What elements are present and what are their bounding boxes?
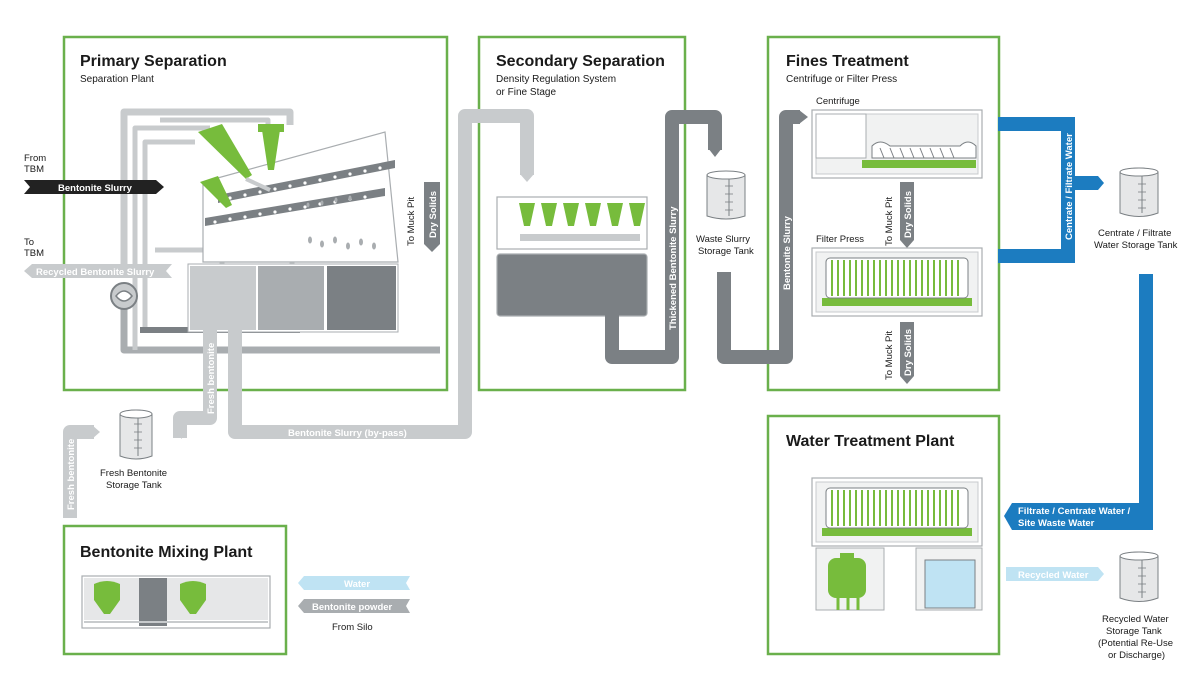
fresh-bentonite-pipe-tip: [203, 309, 217, 316]
screen-decks: [205, 160, 395, 226]
thickened-slurry-label: Thickened Bentonite Slurry: [668, 206, 679, 330]
bypass-pipe-tip: [228, 309, 242, 316]
thickened-slurry-pipe: [605, 110, 722, 364]
centrate-pipe-branch: [1068, 176, 1104, 190]
to-tbm-label-1: To: [24, 237, 34, 248]
primary-dry-solids-label: Dry Solids: [428, 191, 439, 238]
fines-slurry-pipe: [717, 110, 800, 364]
recycled-water-arrow: [1006, 567, 1104, 581]
from-tbm-label-1: From: [24, 153, 46, 164]
recycled-bentonite-arrow-label: Recycled Bentonite Slurry: [36, 267, 155, 278]
filtrate-centrate-label-1: Filtrate / Centrate Water /: [1018, 506, 1130, 517]
from-silo-label: From Silo: [332, 622, 373, 633]
centrifuge: [811, 109, 983, 179]
waste-tank-label-2: Storage Tank: [698, 246, 754, 257]
droplets: [306, 195, 376, 250]
centrifuge-muck-pit-label: To Muck Pit: [884, 197, 895, 246]
fresh-bentonite-mixing-label: Fresh bentonite: [66, 439, 77, 510]
centrate-label: Centrate / Filtrate Water: [1064, 133, 1075, 240]
water-title: Water Treatment Plant: [786, 433, 955, 450]
filter-press: [811, 247, 983, 317]
recycled-tank-label-2: Storage Tank: [1106, 626, 1162, 637]
filter-muck-pit-label: To Muck Pit: [884, 331, 895, 380]
waste-tank-label-1: Waste Slurry: [696, 234, 750, 245]
water-label: Water: [344, 579, 370, 590]
mixing-unit: [81, 575, 271, 629]
waste-slurry-tank: [706, 170, 746, 220]
bypass-pipe-head: [520, 174, 534, 182]
fresh-tank-inlet-head: [174, 425, 182, 439]
bypass-pipe: [228, 109, 534, 439]
fines-slurry-head: [799, 110, 808, 124]
filtrate-centrate-arrow: [1004, 503, 1153, 530]
fresh-tank-label-1: Fresh Bentonite: [100, 468, 167, 479]
bentonite-slurry-arrow-label: Bentonite Slurry: [58, 183, 133, 194]
filter-dry-solids-arrow: [900, 322, 914, 384]
hydrocyclones: [198, 124, 284, 208]
mixing-title: Bentonite Mixing Plant: [80, 544, 253, 561]
bentonite-powder-arrow: [298, 599, 410, 613]
recycled-tank-label-1: Recycled Water: [1102, 614, 1169, 625]
screen-housing: [202, 131, 399, 263]
water-arrow: [298, 576, 410, 590]
filtrate-centrate-label-2: Site Waste Water: [1018, 518, 1095, 529]
secondary-subtitle-1: Density Regulation System: [496, 74, 616, 85]
primary-muck-pit-label: To Muck Pit: [406, 197, 417, 246]
recycled-water-label: Recycled Water: [1018, 570, 1089, 581]
to-tbm-label-2: TBM: [24, 248, 44, 259]
bentonite-slurry-arrow: [24, 180, 164, 194]
fines-subtitle: Centrifuge or Filter Press: [786, 74, 897, 85]
centrate-pipe: [998, 117, 1075, 263]
filter-dry-solids-label: Dry Solids: [903, 329, 914, 376]
recycled-tank-label-4: or Discharge): [1108, 650, 1165, 661]
fines-slurry-label: Bentonite Slurry: [782, 215, 793, 290]
primary-dry-solids-arrow: [424, 182, 440, 252]
fresh-bentonite-mixing-pipe: [63, 425, 94, 518]
secondary-title: Secondary Separation: [496, 53, 665, 70]
fines-treatment-box: [766, 35, 1001, 392]
thickened-slurry-head: [708, 148, 722, 157]
fresh-tank-label-2: Storage Tank: [106, 480, 162, 491]
centrifuge-dry-solids-arrow: [900, 182, 914, 248]
fresh-bentonite-vertical-label: Fresh bentonite: [206, 343, 217, 414]
centrate-tank-label-2: Water Storage Tank: [1094, 240, 1178, 251]
primary-subtitle: Separation Plant: [80, 74, 154, 85]
primary-title: Primary Separation: [80, 53, 227, 70]
fresh-bentonite-tank: [119, 409, 153, 460]
secondary-unit: [496, 196, 648, 317]
primary-tanks: [187, 263, 399, 333]
centrate-tank-label-1: Centrate / Filtrate: [1098, 228, 1171, 239]
water-treatment-unit: [811, 477, 983, 611]
bypass-label: Bentonite Slurry (by-pass): [288, 428, 407, 439]
recycled-water-tank: [1119, 551, 1159, 602]
from-tbm-label-2: TBM: [24, 164, 44, 175]
recycled-tank-label-3: (Potential Re-Use: [1098, 638, 1173, 649]
pump-icon: [110, 282, 138, 310]
centrifuge-dry-solids-label: Dry Solids: [903, 191, 914, 238]
filter-press-label: Filter Press: [816, 234, 864, 245]
centrifuge-label: Centrifuge: [816, 96, 860, 107]
fines-title: Fines Treatment: [786, 53, 909, 70]
secondary-subtitle-2: or Fine Stage: [496, 87, 556, 98]
fresh-bentonite-mixing-head: [92, 425, 100, 439]
centrate-tank: [1119, 167, 1159, 217]
bentonite-powder-label: Bentonite powder: [312, 602, 393, 613]
recycled-bentonite-arrow: [24, 264, 172, 278]
